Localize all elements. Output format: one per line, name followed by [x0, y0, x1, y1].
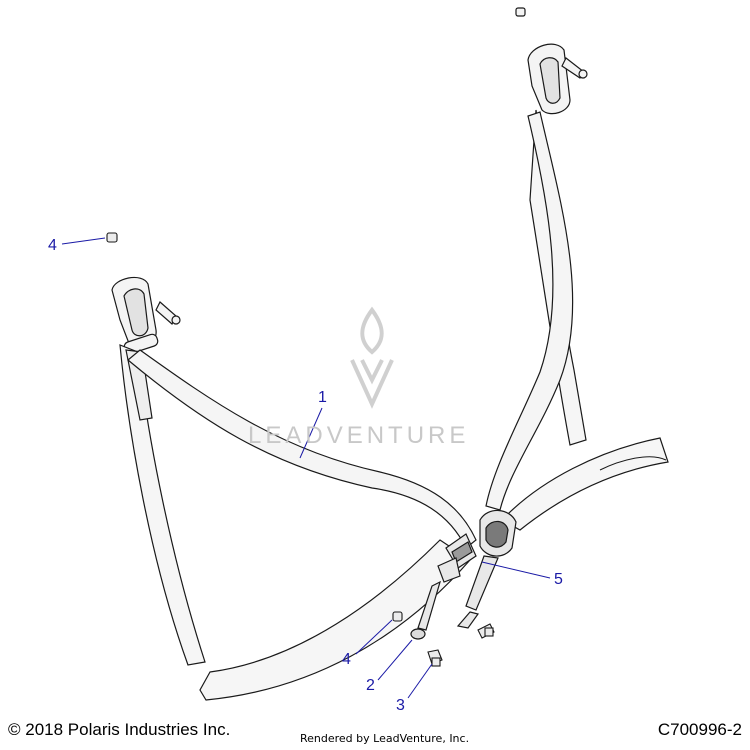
leader-4b — [355, 619, 393, 655]
right-shoulder-strap — [485, 111, 574, 511]
lap-strap — [199, 539, 471, 701]
callout-4-lower: 4 — [342, 651, 351, 668]
leader-3 — [407, 663, 433, 699]
leader-1 — [299, 407, 323, 459]
watermark-logo — [350, 306, 394, 409]
right-upper-anchor — [515, 7, 588, 115]
callout-5: 5 — [554, 571, 563, 588]
buckle-left — [410, 533, 477, 640]
callout-1: 1 — [318, 389, 327, 406]
leader-2 — [377, 639, 413, 681]
callout-3: 3 — [396, 697, 405, 714]
leader-5 — [481, 561, 551, 579]
watermark-text: LEADVENTURE — [248, 422, 470, 449]
fasteners — [392, 611, 495, 667]
left-anchor-tab — [125, 349, 153, 421]
copyright-text: © 2018 Polaris Industries Inc. — [8, 720, 231, 739]
buckle-right — [456, 509, 517, 629]
diagram-code: C700996-2 — [657, 720, 742, 739]
callout-4-upper: 4 — [48, 237, 57, 254]
left-hanging-strap — [119, 344, 206, 666]
leader-4a — [61, 237, 106, 245]
left-upper-anchor — [111, 276, 181, 355]
right-lap-strap — [501, 437, 669, 531]
callout-2: 2 — [366, 677, 375, 694]
rendered-by-text: Rendered by LeadVenture, Inc. — [300, 732, 470, 745]
nut-upper-left — [106, 232, 118, 243]
